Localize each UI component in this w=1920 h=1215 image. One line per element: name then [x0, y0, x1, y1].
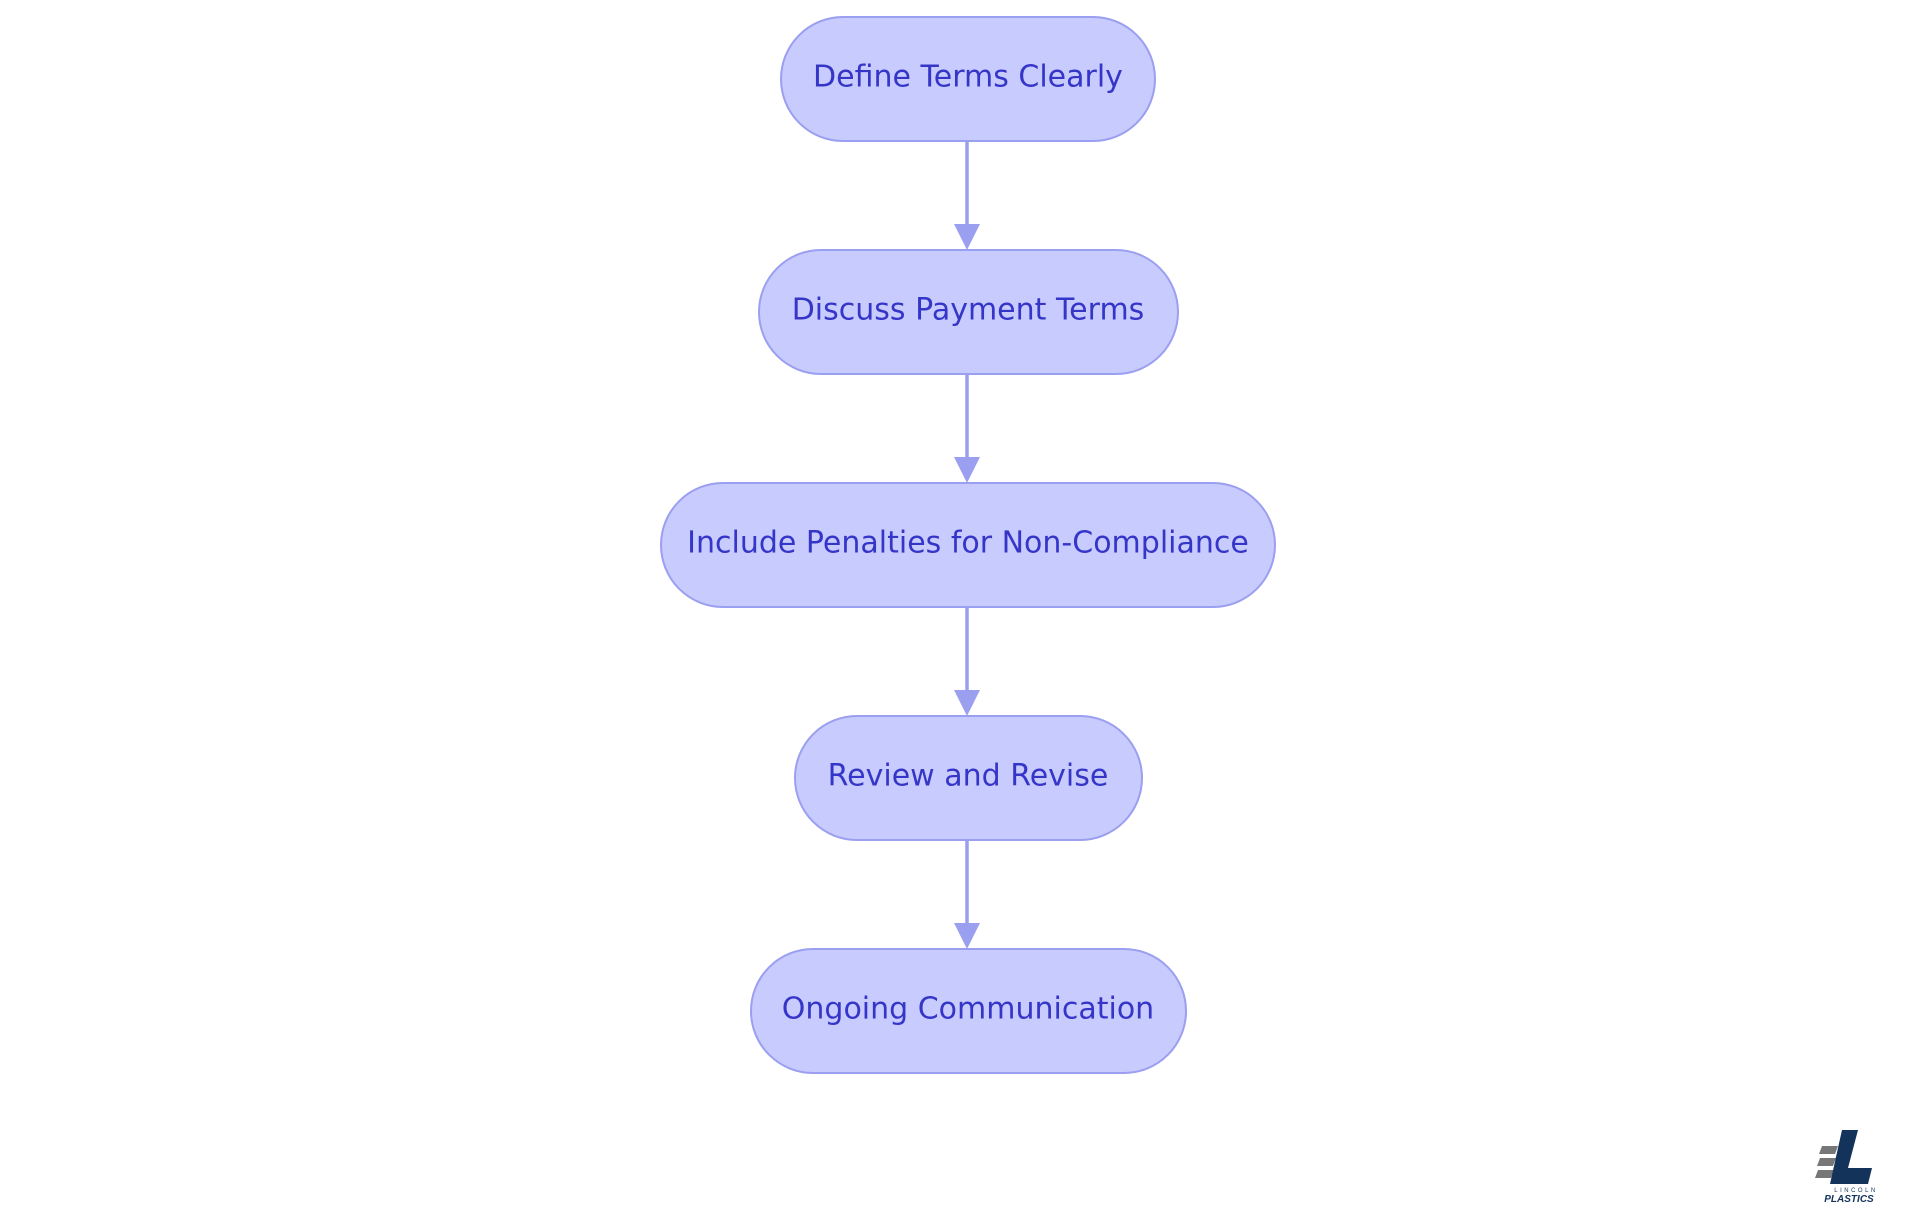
flow-node-ongoing-communication: Ongoing Communication — [750, 948, 1187, 1074]
flow-node-label: Review and Revise — [828, 759, 1109, 794]
flow-node-label: Ongoing Communication — [782, 992, 1154, 1027]
logo-mark-icon — [1815, 1130, 1872, 1184]
edge-2 — [954, 374, 980, 483]
logo-text-plastics: PLASTICS — [1824, 1194, 1874, 1205]
flow-node-discuss-payment: Discuss Payment Terms — [758, 249, 1179, 375]
edge-4 — [954, 840, 980, 949]
logo-text-lincoln: LINCOLN — [1834, 1188, 1878, 1194]
flow-node-label: Define Terms Clearly — [813, 60, 1123, 95]
flow-node-define-terms: Define Terms Clearly — [780, 16, 1156, 142]
flow-node-review-revise: Review and Revise — [794, 715, 1143, 841]
flow-node-label: Include Penalties for Non-Compliance — [687, 526, 1249, 561]
flow-node-label: Discuss Payment Terms — [792, 293, 1145, 328]
flow-node-include-penalties: Include Penalties for Non-Compliance — [660, 482, 1276, 608]
lincoln-plastics-logo: LINCOLN PLASTICS — [1815, 1130, 1878, 1205]
edge-3 — [954, 607, 980, 716]
edge-1 — [954, 141, 980, 250]
